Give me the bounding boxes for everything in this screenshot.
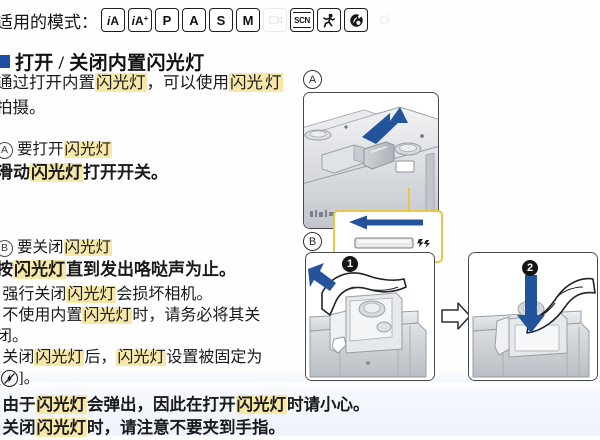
bullet-3-hl-1: 闪光灯 xyxy=(34,349,85,366)
callout-stem xyxy=(408,188,411,218)
figure-a-tag: A xyxy=(303,70,322,89)
intro-part-1: 通过打开内置 xyxy=(0,73,95,92)
intro-part-2: ，可以使用 xyxy=(146,73,230,92)
bullet-1-part-2: 会损坏相机。 xyxy=(116,286,213,303)
intro-part-3: 拍摄。 xyxy=(0,98,46,117)
footer-2-hl: 闪光灯 xyxy=(35,418,88,437)
bullet-1-hl: 闪光灯 xyxy=(66,286,117,303)
bullet-3-part-3: 设置被固定为 xyxy=(166,349,263,366)
section-b-body-part-1: 按 xyxy=(0,260,13,279)
section-a-title-hl: 闪光灯 xyxy=(63,141,113,158)
section-b-bullet-2: ·不使用内置闪光灯时，请务必将其关 xyxy=(0,303,291,328)
section-b-body-hl: 闪光灯 xyxy=(13,260,66,279)
footer-1-part-2: 会弹出，因此在打开 xyxy=(87,395,236,414)
bullet-2-part-1: 不使用内置 xyxy=(2,307,83,324)
figure-b-step-1-badge: 1 xyxy=(342,256,358,272)
mode-a-icon[interactable]: A xyxy=(182,8,206,32)
section-b-body: 按闪光灯直到发出咯哒声为止。 xyxy=(0,257,291,282)
bracket-close: ]。 xyxy=(18,370,40,387)
bracket-open: [ xyxy=(0,370,1,387)
mode-creative-control-icon[interactable] xyxy=(344,8,368,32)
footer-1-part-3: 时请小心。 xyxy=(287,395,370,414)
mode-p-icon[interactable]: P xyxy=(155,8,179,32)
mode-scn-icon[interactable]: SCN xyxy=(290,8,314,32)
figure-b: B xyxy=(300,232,598,381)
intro-hl-3: 灯 xyxy=(264,73,283,92)
intro-paragraph: 通过打开内置闪光灯，可以使用闪光灯拍摄。 xyxy=(0,70,288,120)
section-b-bullet-3: ·关闭闪光灯后，闪光灯设置被固定为 xyxy=(0,345,296,370)
footer-1-hl-1: 闪光灯 xyxy=(35,395,88,414)
footer-1-part-1: 由于 xyxy=(2,395,36,414)
section-b-bullet-2-cont: 闭。 xyxy=(0,324,291,349)
section-a-body-part-2: 打开开关。 xyxy=(83,163,168,182)
intro-hl-1: 闪光灯 xyxy=(95,73,147,92)
figure-a-image xyxy=(303,92,439,229)
applicable-modes-label: 适用的模式： xyxy=(0,12,98,32)
footer-note-1: ·由于闪光灯会弹出，因此在打开闪光灯时请小心。 xyxy=(0,392,556,417)
section-a-tag: A xyxy=(0,142,13,159)
band-shade xyxy=(0,370,600,382)
figure-b-tag: B xyxy=(303,232,322,251)
section-a-body-hl: 闪光灯 xyxy=(30,163,83,182)
section-b-bullet-3-cont: [ ]。 xyxy=(0,366,291,391)
bullet-dot-2: · xyxy=(0,307,1,324)
mode-custom-ghost-icon xyxy=(375,10,395,30)
footer-2-part-2: 时，请注意不要夹到手指。 xyxy=(87,418,286,437)
flash-off-icon xyxy=(1,370,19,387)
footer-note-2: ·关闭闪光灯时，请注意不要夹到手指。 xyxy=(0,415,556,440)
bullet-1-part-1: 强行关闭 xyxy=(2,286,67,303)
footer-2-part-1: 关闭 xyxy=(2,418,36,437)
section-a-body: 滑动闪光灯打开开关。 xyxy=(0,160,288,185)
mode-s-icon[interactable]: S xyxy=(209,8,233,32)
bullet-3-hl-2: 闪光灯 xyxy=(116,349,167,366)
figure-b-image-1 xyxy=(305,252,435,381)
section-b-title-part: 要关闭 xyxy=(17,239,64,256)
bullet-3-part-1: 关闭 xyxy=(2,349,35,366)
bullet-dot-3: · xyxy=(0,349,1,366)
section-b-bullet-1: ·强行关闭闪光灯会损坏相机。 xyxy=(0,282,291,307)
footer-dot-1: · xyxy=(0,395,2,414)
section-b-tag: B xyxy=(0,240,13,257)
section-a-body-part-1: 滑动 xyxy=(0,163,30,182)
footer-dot-2: · xyxy=(0,418,2,437)
section-heading: 打开 / 关闭内置闪光灯 xyxy=(0,48,204,75)
bullet-2-part-2: 时，请务必将其关 xyxy=(132,307,261,324)
bullet-dot-1: · xyxy=(0,286,1,303)
intro-hl-2: 闪光 xyxy=(229,73,264,92)
bottom-gradient-band xyxy=(0,378,600,436)
section-b-title-hl: 闪光灯 xyxy=(63,239,113,256)
heading-bullet-square xyxy=(0,55,10,68)
footer-1-hl-2: 闪光灯 xyxy=(235,395,288,414)
bullet-2-cont: 闭。 xyxy=(0,328,29,345)
figure-b-step-2-badge: 2 xyxy=(522,260,538,276)
mode-m-icon[interactable]: M xyxy=(236,8,260,32)
mode-sports-person-icon[interactable] xyxy=(317,8,341,32)
figure-a: A xyxy=(300,70,443,263)
section-b-body-part-2: 直到发出咯哒声为止。 xyxy=(66,260,236,279)
bullet-3-part-2: 后， xyxy=(84,349,117,366)
heading-title: 打开 / 关闭内置闪光灯 xyxy=(15,53,205,74)
mode-creative-video-icon xyxy=(263,8,287,32)
section-a-title-part: 要打开 xyxy=(17,141,64,158)
bullet-2-hl: 闪光灯 xyxy=(82,307,133,324)
transition-arrow-icon xyxy=(440,300,472,337)
